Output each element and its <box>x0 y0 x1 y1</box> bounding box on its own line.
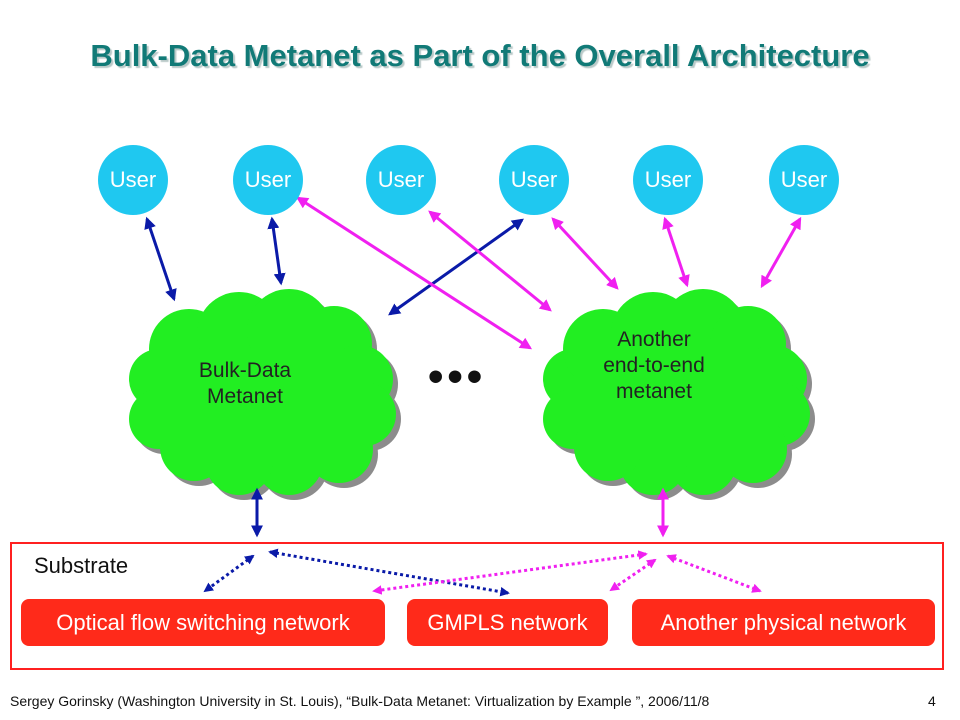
another-physical-network: Another physical network <box>632 599 935 646</box>
optical-network: Optical flow switching network <box>21 599 385 646</box>
gmpls-network: GMPLS network <box>407 599 608 646</box>
arrow-user4-another <box>551 217 619 290</box>
bulk-data-metanet-label: Bulk-Data Metanet <box>160 358 330 410</box>
arrow-user3-another <box>428 210 552 312</box>
map-bulk-optical <box>203 554 255 593</box>
arrow-user2-another <box>295 196 533 350</box>
user-node-2: User <box>233 145 303 215</box>
another-metanet-label: Another end-to-end metanet <box>569 327 739 405</box>
footer-citation: Sergey Gorinsky (Washington University i… <box>10 693 710 709</box>
user-node-3: User <box>366 145 436 215</box>
another-label-line-3: metanet <box>616 380 692 403</box>
arrow-user2-bulk <box>267 216 286 286</box>
page-number: 4 <box>928 693 936 709</box>
user-metanet-arrows <box>144 196 802 350</box>
user-node-1: User <box>98 145 168 215</box>
bulk-label-line-2: Metanet <box>207 385 283 408</box>
another-label-line-1: Another <box>617 328 691 351</box>
user-node-5: User <box>633 145 703 215</box>
map-another-optical <box>372 550 648 595</box>
user-node-4: User <box>499 145 569 215</box>
bulk-label-line-1: Bulk-Data <box>198 359 292 382</box>
metanet-substrate-arrows <box>251 487 669 538</box>
ellipsis: ••• <box>428 352 487 401</box>
map-another-gmpls <box>609 558 657 592</box>
slide-title: Bulk-Data Metanet as Part of the Overall… <box>90 38 870 73</box>
substrate-label: Substrate <box>34 553 129 578</box>
map-another-physical <box>666 554 762 593</box>
substrate-box <box>10 542 944 670</box>
arrow-user6-another <box>760 216 802 289</box>
arrow-user5-another <box>662 216 690 288</box>
arrow-user1-bulk <box>144 216 177 302</box>
another-label-line-2: end-to-end <box>603 354 705 377</box>
substrate-mapping-arrows <box>203 548 762 597</box>
user-node-6: User <box>769 145 839 215</box>
